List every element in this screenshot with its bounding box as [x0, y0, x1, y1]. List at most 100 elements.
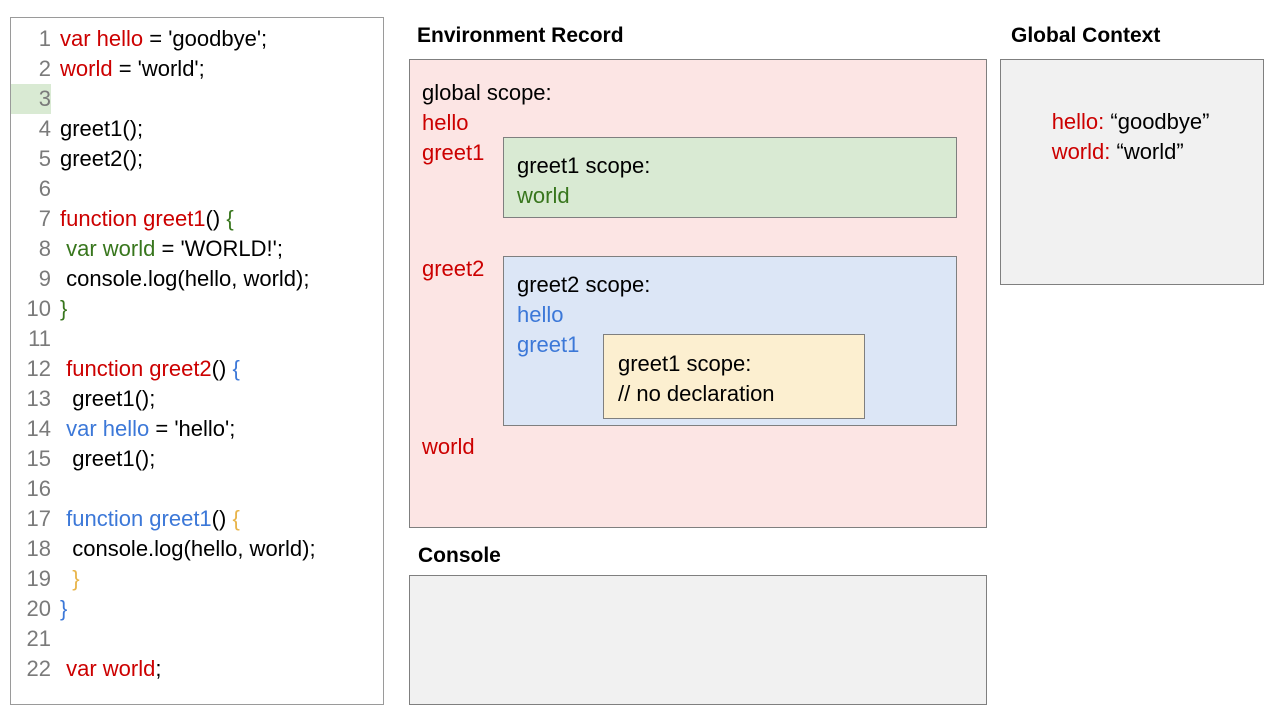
greet2-scope-binding-greet1: greet1 [517, 332, 580, 357]
code-token: greet1(); [60, 446, 156, 471]
code-line-text: function greet2() { [60, 354, 240, 384]
global-context-entry-world: world: “world” [1015, 107, 1184, 197]
code-token: greet1(); [60, 116, 144, 141]
console-box[interactable] [409, 575, 987, 705]
code-line[interactable]: 17 function greet1() { [11, 504, 383, 534]
code-line[interactable]: 15 greet1(); [11, 444, 383, 474]
code-line-text: } [60, 294, 67, 324]
code-line[interactable]: 20} [11, 594, 383, 624]
global-context-value-world: “world” [1110, 139, 1184, 164]
code-line-text: console.log(hello, world); [60, 264, 309, 294]
global-context-value-hello: “goodbye” [1104, 109, 1210, 134]
code-line[interactable]: 8 var world = 'WORLD!'; [11, 234, 383, 264]
code-line-number: 21 [26, 626, 51, 651]
environment-record-box: global scope: hello greet1 greet2 world … [409, 59, 987, 528]
code-line-number: 17 [26, 506, 51, 531]
code-token: { [232, 506, 240, 531]
code-line[interactable]: 2 world = 'world'; [11, 54, 383, 84]
code-line-number: 20 [26, 596, 51, 621]
code-line[interactable]: 14 var hello = 'hello'; [11, 414, 383, 444]
code-token: } [72, 566, 80, 591]
code-token: () [205, 206, 227, 231]
code-line-text: greet1(); [60, 384, 155, 414]
code-line-number: 15 [26, 446, 51, 471]
code-token: world [60, 56, 113, 81]
code-line-number: 12 [26, 356, 51, 381]
code-line-number: 9 [38, 266, 51, 291]
code-line-text: greet2(); [60, 144, 143, 174]
global-context-key-world: world: [1051, 139, 1111, 164]
code-token: } [60, 596, 68, 621]
code-line-text: function greet1() { [60, 204, 234, 234]
code-line[interactable]: 16 [11, 474, 383, 504]
code-line[interactable]: 21 [11, 624, 383, 654]
code-token: var hello [60, 26, 144, 51]
code-token: console.log(hello, world); [60, 536, 316, 561]
code-line-text: console.log(hello, world); [60, 534, 316, 564]
code-line-number: 6 [38, 176, 51, 201]
code-line-text: var world; [60, 654, 161, 684]
code-line-text: world = 'world'; [60, 54, 205, 84]
code-token: = 'world'; [112, 56, 205, 81]
greet1-scope-box: greet1 scope: world [503, 137, 957, 218]
code-token: function greet1 [60, 206, 206, 231]
code-line-text: } [60, 564, 80, 594]
code-line-number: 18 [26, 536, 51, 561]
code-line[interactable]: 12 function greet2() { [11, 354, 383, 384]
code-line[interactable]: 13 greet1(); [11, 384, 383, 414]
code-line-number: 11 [28, 326, 51, 351]
code-line[interactable]: 3 [11, 84, 383, 114]
code-token: var world [66, 656, 156, 681]
code-line[interactable]: 9 console.log(hello, world); [11, 264, 383, 294]
code-token: () [211, 356, 233, 381]
code-token: = 'WORLD!'; [155, 236, 283, 261]
code-line-number: 14 [26, 416, 51, 441]
code-line[interactable]: 19 } [11, 564, 383, 594]
code-line-text: var hello = 'goodbye'; [60, 24, 267, 54]
code-token: var hello [66, 416, 150, 441]
global-context-title: Global Context [1011, 24, 1161, 47]
environment-record-title: Environment Record [417, 24, 624, 47]
code-line-text: greet1(); [60, 444, 155, 474]
code-line[interactable]: 10} [11, 294, 383, 324]
code-token: = 'goodbye'; [143, 26, 268, 51]
greet1-inner-scope-note: // no declaration [618, 381, 775, 406]
code-line-number: 1 [38, 26, 51, 51]
code-line[interactable]: 6 [11, 174, 383, 204]
greet2-scope-title: greet2 scope: [517, 272, 651, 297]
code-line[interactable]: 22 var world; [11, 654, 383, 684]
code-token: function greet2 [66, 356, 212, 381]
code-line-number: 2 [38, 56, 51, 81]
code-line-number: 4 [38, 116, 51, 141]
global-context-entry-hello: hello: “goodbye” [1015, 77, 1210, 167]
global-binding-world: world [422, 434, 475, 459]
code-token: () [211, 506, 233, 531]
global-context-key-hello: hello: [1051, 109, 1105, 134]
code-line[interactable]: 18 console.log(hello, world); [11, 534, 383, 564]
code-line-number: 8 [38, 236, 51, 261]
code-token: { [232, 356, 240, 381]
code-line-number: 13 [26, 386, 51, 411]
code-token: = 'hello'; [149, 416, 236, 441]
code-line[interactable]: 11 [11, 324, 383, 354]
code-token [60, 566, 72, 591]
code-line-text: var world = 'WORLD!'; [60, 234, 283, 264]
console-title: Console [418, 544, 501, 567]
greet1-scope-binding-world: world [517, 183, 570, 208]
code-line[interactable]: 1 var hello = 'goodbye'; [11, 24, 383, 54]
code-line-list: 1 var hello = 'goodbye'; 2 world = 'world';… [11, 18, 383, 684]
greet2-scope-binding-hello: hello [517, 302, 564, 327]
code-line[interactable]: 4 greet1(); [11, 114, 383, 144]
code-token: console.log(hello, world); [60, 266, 310, 291]
global-binding-hello: hello [422, 110, 469, 135]
global-context-box: hello: “goodbye” world: “world” [1000, 59, 1264, 285]
code-line-text: greet1(); [60, 114, 143, 144]
code-line-number: 3 [11, 84, 51, 114]
code-line-number: 10 [26, 296, 51, 321]
greet1-scope-title: greet1 scope: [517, 153, 651, 178]
code-panel[interactable]: 1 var hello = 'goodbye'; 2 world = 'world';… [10, 17, 384, 705]
code-token: function greet1 [66, 506, 212, 531]
